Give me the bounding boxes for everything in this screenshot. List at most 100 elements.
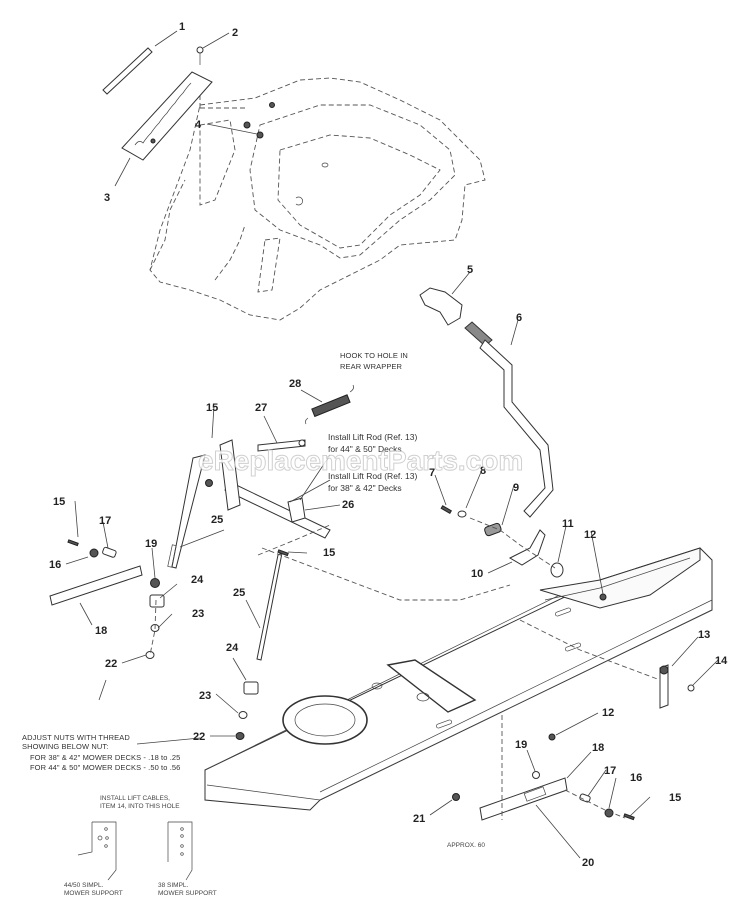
callout-2[interactable]: 2 — [232, 27, 238, 39]
part-28-spring[interactable] — [304, 384, 354, 425]
svg-text:HOOK TO HOLE IN: HOOK TO HOLE IN — [340, 351, 408, 360]
callout-12-upper[interactable]: 12 — [584, 529, 596, 541]
svg-text:for 44" & 50" Decks: for 44" & 50" Decks — [328, 444, 402, 454]
part-19-nut[interactable] — [150, 578, 160, 588]
part-2-screw[interactable] — [196, 46, 204, 65]
callout-4[interactable]: 4 — [195, 119, 202, 131]
inset-44-50-mower-support — [77, 821, 117, 881]
callout-27[interactable]: 27 — [255, 402, 267, 414]
part-14-screw[interactable] — [687, 684, 695, 692]
note-install-lift-rod-38-42: Install Lift Rod (Ref. 13) for 38" & 42"… — [328, 471, 417, 493]
part-10-pivot-bracket[interactable] — [508, 529, 546, 566]
callout-25-left[interactable]: 25 — [211, 514, 223, 526]
part-1-trim-strip[interactable] — [102, 47, 153, 95]
svg-text:MOWER SUPPORT: MOWER SUPPORT — [158, 890, 217, 897]
callout-17-left[interactable]: 17 — [99, 515, 111, 527]
callout-24-right[interactable]: 24 — [226, 642, 239, 654]
callout-20[interactable]: 20 — [582, 857, 594, 869]
part-7-bolt[interactable] — [440, 505, 453, 515]
callout-23-right[interactable]: 23 — [199, 690, 211, 702]
callout-9[interactable]: 9 — [513, 482, 519, 494]
callout-3[interactable]: 3 — [104, 192, 110, 204]
part-16-nut[interactable] — [89, 548, 99, 558]
callout-15-right[interactable]: 15 — [669, 792, 681, 804]
callout-23-left[interactable]: 23 — [192, 608, 204, 620]
callout-5[interactable]: 5 — [467, 264, 473, 276]
svg-text:REAR WRAPPER: REAR WRAPPER — [340, 362, 403, 371]
callout-10[interactable]: 10 — [471, 568, 483, 580]
callout-14[interactable]: 14 — [715, 655, 728, 667]
part-15-pin[interactable] — [623, 813, 635, 821]
part-18-bracket[interactable] — [479, 777, 568, 821]
part-23-washer[interactable] — [238, 711, 248, 719]
callout-13[interactable]: 13 — [698, 629, 710, 641]
callout-18-right[interactable]: 18 — [592, 742, 604, 754]
callout-22-left[interactable]: 22 — [105, 658, 117, 670]
part-26-lift-shaft[interactable] — [205, 439, 331, 539]
part-11-washer[interactable] — [550, 562, 564, 578]
callout-15-top[interactable]: 15 — [206, 402, 218, 414]
callout-18-left[interactable]: 18 — [95, 625, 107, 637]
main-frame[interactable] — [204, 547, 713, 811]
part-15-pin[interactable] — [277, 549, 289, 557]
part-3-plate[interactable] — [121, 71, 213, 161]
callout-15-left[interactable]: 15 — [53, 496, 65, 508]
callout-22-right[interactable]: 22 — [193, 731, 205, 743]
inset-38-mower-support — [167, 821, 193, 881]
part-8-washer[interactable] — [457, 510, 467, 518]
part-15-pin[interactable] — [67, 539, 79, 547]
svg-text:FOR 38" & 42" MOWER DECKS - .1: FOR 38" & 42" MOWER DECKS - .18 to .25 — [30, 753, 180, 762]
part-22-nut[interactable] — [235, 732, 245, 740]
svg-text:Install Lift Rod (Ref. 13): Install Lift Rod (Ref. 13) — [328, 432, 417, 442]
fender-nut — [269, 102, 275, 108]
svg-text:ITEM 14, INTO THIS HOLE: ITEM 14, INTO THIS HOLE — [100, 803, 180, 810]
callout-12-lower[interactable]: 12 — [602, 707, 614, 719]
routing-line — [519, 619, 661, 681]
callout-24-left[interactable]: 24 — [191, 574, 204, 586]
part-9-spring[interactable] — [484, 522, 502, 537]
callout-19-left[interactable]: 19 — [145, 538, 157, 550]
note-adjust-nuts: ADJUST NUTS WITH THREAD SHOWING BELOW NU… — [22, 733, 180, 772]
part-19-nut[interactable] — [532, 771, 540, 779]
bolt — [205, 479, 213, 487]
note-install-lift-rod-44-50: Install Lift Rod (Ref. 13) for 44" & 50"… — [328, 432, 417, 454]
callout-7[interactable]: 7 — [429, 467, 435, 479]
part-6-lift-lever[interactable] — [464, 321, 554, 518]
part-22-nut[interactable] — [145, 651, 155, 659]
callout-8[interactable]: 8 — [480, 465, 486, 477]
callout-15-mid[interactable]: 15 — [323, 547, 335, 559]
callout-17-right[interactable]: 17 — [604, 765, 616, 777]
note-approx-angle: APPROX. 60 — [447, 842, 485, 849]
part-24-block[interactable] — [243, 681, 259, 695]
part-17-ferrule[interactable] — [579, 793, 591, 803]
fender-nut — [256, 131, 264, 139]
svg-text:44/50 SIMPL.: 44/50 SIMPL. — [64, 882, 104, 889]
callout-11[interactable]: 11 — [562, 518, 574, 530]
part-5-knob-cap[interactable] — [419, 287, 463, 326]
callout-28[interactable]: 28 — [289, 378, 301, 390]
callout-25-right[interactable]: 25 — [233, 587, 245, 599]
callout-19-right[interactable]: 19 — [515, 739, 527, 751]
pivot-assembly — [440, 505, 564, 578]
part-17-ferrule[interactable] — [102, 546, 117, 558]
part-13-lift-link[interactable] — [659, 664, 669, 709]
callout-6[interactable]: 6 — [516, 312, 522, 324]
callout-21[interactable]: 21 — [413, 813, 425, 825]
part-25-lift-rod-left[interactable] — [171, 454, 206, 569]
svg-text:MOWER SUPPORT: MOWER SUPPORT — [64, 890, 123, 897]
part-12-nut-lower[interactable] — [548, 733, 556, 741]
callout-16-left[interactable]: 16 — [49, 559, 61, 571]
svg-text:FOR 44" & 50" MOWER DECKS - .5: FOR 44" & 50" MOWER DECKS - .50 to .56 — [30, 763, 180, 772]
callout-1[interactable]: 1 — [179, 21, 185, 33]
callout-16-right[interactable]: 16 — [630, 772, 642, 784]
part-25-lift-rod-right[interactable] — [256, 552, 283, 661]
part-27-link-rod[interactable] — [257, 439, 306, 452]
part-21-bolt[interactable] — [452, 793, 460, 801]
left-lift-assembly — [49, 539, 165, 659]
part-18-bracket[interactable] — [49, 565, 143, 606]
rear-wrapper-fender — [149, 77, 486, 321]
callout-26[interactable]: 26 — [342, 499, 354, 511]
part-12-nut-upper[interactable] — [599, 593, 607, 601]
part-16-nut[interactable] — [604, 808, 614, 818]
